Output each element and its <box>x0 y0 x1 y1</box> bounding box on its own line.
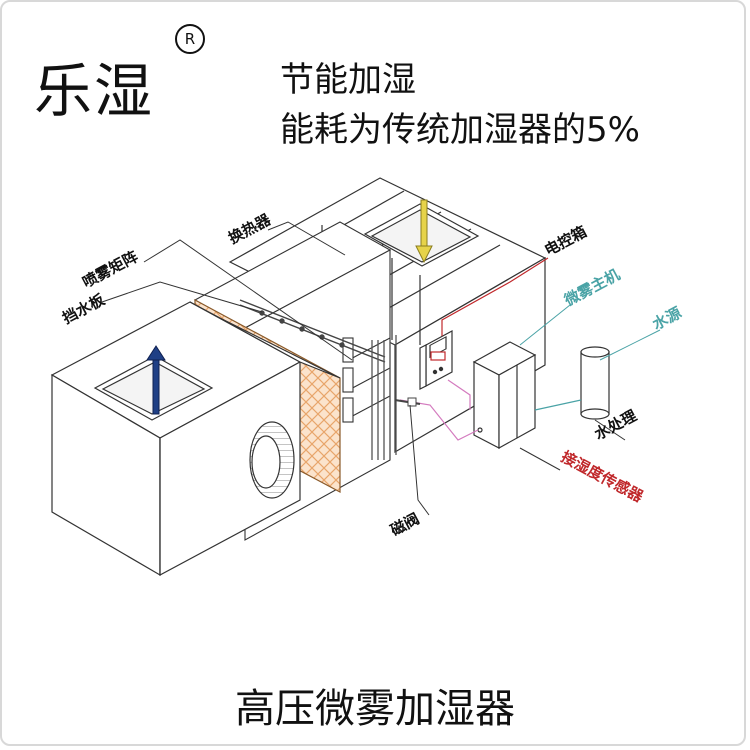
control-box <box>419 329 453 390</box>
subheadline: 能耗为传统加湿器的5% <box>280 110 640 150</box>
label-water-source: 水源 <box>649 304 684 334</box>
label-humidity-sensor: 接湿度传感器 <box>558 448 647 507</box>
label-control-box: 电控箱 <box>541 223 589 260</box>
manifold-pipes <box>371 335 397 460</box>
headline: 节能加湿 <box>280 60 416 100</box>
brand-logo-text: 乐湿 <box>34 57 155 125</box>
label-leaders <box>101 221 626 516</box>
mist-host-cabinet <box>472 341 537 450</box>
label-spray-matrix: 喷雾矩阵 <box>79 247 140 291</box>
connection-lines <box>394 257 661 441</box>
registered-mark-icon: R <box>175 24 205 54</box>
air-inlet-arrow <box>415 199 433 264</box>
air-outlet-arrow <box>146 345 166 415</box>
fan-wheel <box>249 421 295 499</box>
footer-title: 高压微雾加湿器 <box>235 686 515 732</box>
label-water-baffle: 挡水板 <box>59 290 108 327</box>
label-solenoid-valve: 磁阀 <box>387 510 422 540</box>
water-tank <box>580 346 610 420</box>
label-mist-host: 微雾主机 <box>561 265 623 310</box>
